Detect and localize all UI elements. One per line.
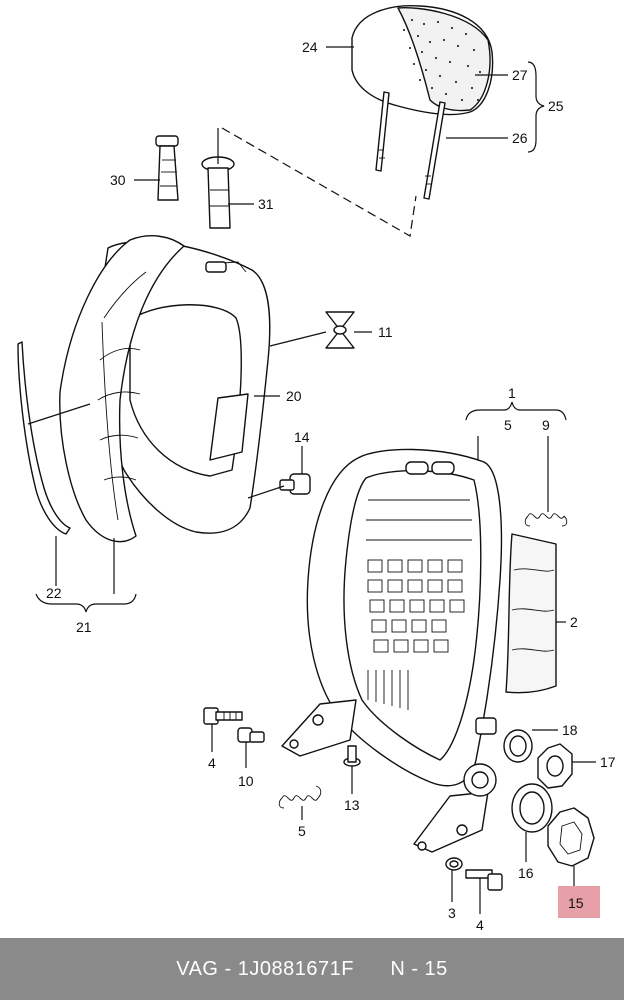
callout-9: 9: [542, 417, 550, 433]
bolt-13: [343, 745, 361, 767]
callout-26: 26: [512, 130, 528, 146]
wire-22: [17, 341, 71, 535]
callout-24: 24: [302, 39, 318, 55]
callout-30: 30: [110, 172, 126, 188]
highlight-box: [558, 886, 600, 918]
callout-15: 15: [568, 895, 584, 911]
leader-lines: [27, 46, 596, 914]
footer-brand: VAG: [176, 957, 219, 980]
ring-16: [511, 783, 553, 833]
spring-9: [524, 513, 568, 527]
knob-17: [537, 743, 573, 789]
footer-part-number: 1J0881671F: [237, 957, 354, 980]
callout-5-lower: 5: [298, 823, 306, 839]
callout-13: 13: [344, 797, 360, 813]
callout-labels: 24 27 25 26 30 31 11 20 14 1 5 9 2 22 21…: [46, 39, 616, 933]
bolt-4-upper: [203, 707, 243, 725]
callout-11: 11: [378, 324, 393, 340]
callout-2: 2: [570, 614, 578, 630]
callout-4-upper: 4: [208, 755, 216, 771]
footer-ref-number: 15: [424, 957, 448, 980]
bushing-10: [237, 727, 265, 743]
clip-11: [325, 311, 355, 349]
callout-27: 27: [512, 67, 528, 83]
callout-18: 18: [562, 722, 578, 738]
knob-15: [547, 807, 595, 867]
guide-sleeve-30: [155, 135, 179, 201]
callout-1: 1: [508, 385, 516, 401]
frame-lattice: [366, 499, 472, 710]
callout-31: 31: [258, 196, 274, 212]
part-18: [503, 729, 533, 763]
callout-14: 14: [294, 429, 310, 445]
pad-2: [505, 533, 557, 694]
callout-17: 17: [600, 754, 616, 770]
washer-3: [445, 857, 463, 871]
callout-5-upper: 5: [504, 417, 512, 433]
callout-20: 20: [286, 388, 302, 404]
callout-16: 16: [518, 865, 534, 881]
button-14: [279, 473, 311, 495]
footer-ref-prefix: N -: [390, 957, 425, 980]
callout-25: 25: [548, 98, 564, 114]
footer-separator: -: [218, 957, 238, 980]
backrest-cover: [98, 240, 271, 534]
callout-22: 22: [46, 585, 62, 601]
spring-5: [278, 785, 322, 809]
footer-gap: [354, 958, 390, 981]
seat-back-frame: [281, 448, 503, 853]
headrest-texture: [402, 18, 482, 102]
footer-bar: VAG - 1J0881671F N - 15: [0, 938, 624, 1000]
parts-diagram: 24 27 25 26 30 31 11 20 14 1 5 9 2 22 21…: [17, 5, 616, 933]
callout-21: 21: [76, 619, 92, 635]
headrest: [221, 5, 494, 237]
callout-4-lower: 4: [476, 917, 484, 933]
callout-10: 10: [238, 773, 254, 789]
guide-sleeve-31: [201, 128, 235, 229]
callout-3: 3: [448, 905, 456, 921]
bolt-4-lower: [465, 869, 503, 891]
backrest-foam: [59, 235, 185, 543]
